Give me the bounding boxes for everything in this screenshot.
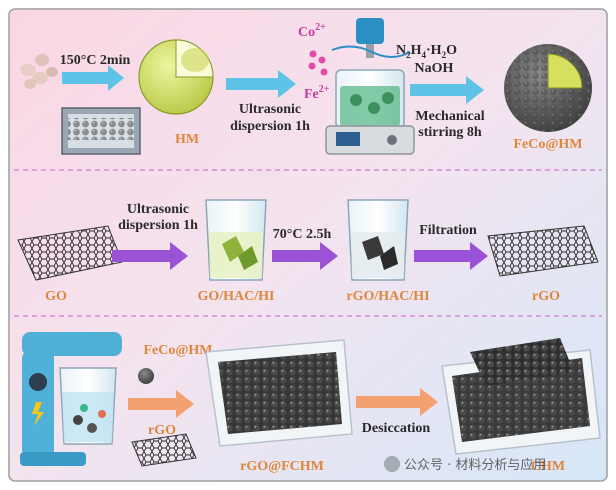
rgo-sheet-icon: [487, 225, 599, 277]
magnetic-stirrer-icon: [325, 18, 415, 155]
powder-tray-icon: [61, 107, 141, 155]
arrow-p3-2-icon: [356, 388, 438, 416]
hollow-microsphere-icon: [138, 39, 214, 115]
naoh-label: NaOH: [415, 61, 454, 76]
rgo-label: rGO: [532, 289, 560, 304]
feco-hm-particle-icon: [138, 368, 154, 384]
chm-label: CHM: [531, 459, 565, 474]
step-label-filtration: Filtration: [419, 223, 477, 238]
hydrazine-label: N2H4·H2O: [396, 43, 457, 60]
step-label-desiccation: Desiccation: [362, 421, 431, 436]
co-ion-label: Co2+: [298, 22, 326, 40]
arrow-p2-1-icon: [112, 242, 188, 270]
p3-rgo-sheet-icon: [131, 433, 197, 467]
p3-feco-hm-label: FeCo@HM: [143, 343, 212, 358]
fe-ion-label: Fe2+: [304, 84, 330, 102]
go-label: GO: [45, 289, 67, 304]
arrow-p3-1-icon: [128, 390, 194, 418]
step-label-p2-ultrasonic-1: Ultrasonic: [127, 202, 189, 217]
rgo-fchm-tray-icon: [205, 339, 353, 447]
arrow-p2-2-icon: [272, 242, 338, 270]
step-label-ultrasonic-2: dispersion 1h: [230, 119, 310, 134]
watermark-text: 公众号 · 材料分析与应用: [404, 457, 546, 473]
step-label-ultrasonic-1: Ultrasonic: [239, 102, 301, 117]
wechat-icon: [384, 456, 400, 472]
rgo-fchm-label: rGO@FCHM: [240, 459, 324, 474]
watermark: 公众号 · 材料分析与应用: [384, 456, 546, 473]
step-label-p2-ultrasonic-2: dispersion 1h: [118, 218, 198, 233]
go-hac-hi-label: GO/HAC/HI: [197, 289, 274, 304]
p3-rgo-label: rGO: [148, 423, 176, 438]
arrow-p2-3-icon: [414, 242, 488, 270]
ion-dots-icon: [308, 50, 328, 76]
step-label-p2-heating: 70°C 2.5h: [273, 227, 332, 242]
final-product-tray-icon: [441, 338, 601, 455]
figure-frame: [8, 8, 608, 482]
step-label-stirring: stirring 8h: [418, 125, 482, 140]
step-label-heating: 150°C 2min: [60, 53, 131, 68]
feco-hm-label: FeCo@HM: [513, 137, 582, 152]
beaker-2-icon: [347, 199, 409, 281]
blender-icon: [20, 332, 122, 466]
arrow-2-icon: [226, 70, 296, 98]
feco-hm-sphere-icon: [504, 44, 592, 132]
hm-label: HM: [175, 132, 199, 147]
step-label-mechanical: Mechanical: [415, 109, 484, 124]
beaker-1-icon: [205, 199, 267, 281]
arrow-3-icon: [410, 76, 484, 104]
arrow-1-icon: [62, 65, 124, 91]
rgo-hac-hi-label: rGO/HAC/HI: [346, 289, 429, 304]
powder-icon: [20, 54, 58, 89]
